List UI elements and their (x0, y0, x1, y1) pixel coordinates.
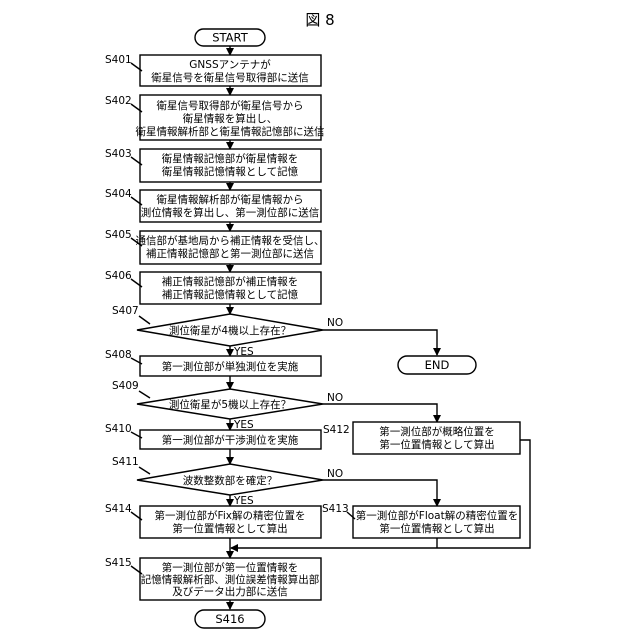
s411-no-label: NO (327, 468, 343, 480)
end-label: END (425, 358, 450, 372)
decision-s411: 波数整数部を確定？ S411 YES NO (112, 456, 343, 507)
step-s405: 通信部が基地局から補正情報を受信し、 補正情報記憶部と第一測位部に送信 S405 (105, 229, 325, 264)
s407-id: S407 (112, 305, 139, 317)
s415-id: S415 (105, 557, 132, 569)
s414-line-1: 第一測位部がFix解の精密位置を (155, 509, 306, 522)
figure-title: 図 8 (305, 11, 334, 29)
end-terminal: END (398, 356, 476, 374)
start-terminal: START (195, 29, 265, 46)
s402-line-2: 衛星情報を算出し、 (183, 112, 278, 125)
s414-line-2: 第一位置情報として算出 (172, 522, 287, 535)
step-s414: 第一測位部がFix解の精密位置を 第一位置情報として算出 S414 (105, 503, 321, 538)
step-s415: 第一測位部が第一位置情報を 記憶情報解析部、測位誤差情報算出部 及びデータ出力部… (105, 557, 321, 600)
s412-line-2: 第一位置情報として算出 (379, 438, 494, 451)
s416-label: S416 (215, 612, 244, 626)
s406-line-2: 補正情報記憶情報として記憶 (162, 288, 299, 301)
step-s408: 第一測位部が単独測位を実施 S408 (105, 349, 321, 376)
s415-line-2: 記憶情報解析部、測位誤差情報算出部 (141, 573, 320, 586)
s405-line-1: 通信部が基地局から補正情報を受信し、 (136, 234, 325, 247)
s409-no-label: NO (327, 392, 343, 404)
s411-question: 波数整数部を確定？ (183, 474, 278, 487)
s403-id: S403 (105, 148, 132, 160)
s409-question: 測位衛星が5機以上存在？ (169, 398, 291, 411)
s401-line-1: GNSSアンテナが (189, 58, 271, 71)
s404-id: S404 (105, 188, 132, 200)
s409-yes-label: YES (233, 419, 254, 431)
step-s403: 衛星情報記憶部が衛星情報を 衛星情報記憶情報として記憶 S403 (105, 148, 321, 182)
s415-line-1: 第一測位部が第一位置情報を (162, 561, 299, 574)
step-s413: 第一測位部がFloat解の精密位置を 第一位置情報として算出 S413 (322, 503, 520, 538)
s402-line-1: 衛星信号取得部が衛星信号から (157, 99, 304, 112)
s406-id: S406 (105, 270, 132, 282)
step-s410: 第一測位部が干渉測位を実施 S410 (105, 423, 321, 449)
s413-line-1: 第一測位部がFloat解の精密位置を (356, 509, 518, 522)
s413-line-2: 第一位置情報として算出 (379, 522, 494, 535)
start-label: START (212, 31, 248, 45)
s404-line-2: 測位情報を算出し、第一測位部に送信 (141, 206, 320, 219)
s405-id: S405 (105, 229, 132, 241)
s415-line-3: 及びデータ出力部に送信 (172, 585, 288, 598)
s408-id: S408 (105, 349, 132, 361)
s402-line-3: 衛星情報解析部と衛星情報記憶部に送信 (136, 125, 325, 138)
step-s401: GNSSアンテナが 衛星信号を衛星信号取得部に送信 S401 (105, 54, 321, 86)
s405-line-2: 補正情報記憶部と第一測位部に送信 (146, 247, 314, 260)
s411-id: S411 (112, 456, 139, 468)
step-s412: 第一測位部が概略位置を 第一位置情報として算出 S412 (323, 422, 520, 454)
s407-question: 測位衛星が4機以上存在？ (169, 324, 291, 337)
decision-s409: 測位衛星が5機以上存在？ S409 YES NO (112, 380, 343, 431)
s406-line-1: 補正情報記憶部が補正情報を (162, 275, 299, 288)
step-s404: 衛星情報解析部が衛星情報から 測位情報を算出し、第一測位部に送信 S404 (105, 188, 321, 222)
s413-id: S413 (322, 503, 349, 515)
s404-line-1: 衛星情報解析部が衛星情報から (157, 193, 304, 206)
s408-line-1: 第一測位部が単独測位を実施 (162, 360, 299, 373)
s403-line-1: 衛星情報記憶部が衛星情報を (162, 152, 299, 165)
s409-id: S409 (112, 380, 139, 392)
s407-no-label: NO (327, 317, 343, 329)
s401-line-2: 衛星信号を衛星信号取得部に送信 (151, 71, 309, 84)
step-s402: 衛星信号取得部が衛星信号から 衛星情報を算出し、 衛星情報解析部と衛星情報記憶部… (105, 95, 325, 140)
s412-id: S412 (323, 424, 350, 436)
s402-id: S402 (105, 95, 132, 107)
s410-line-1: 第一測位部が干渉測位を実施 (162, 434, 299, 447)
s411-yes-label: YES (233, 495, 254, 507)
s401-id: S401 (105, 54, 132, 66)
step-s406: 補正情報記憶部が補正情報を 補正情報記憶情報として記憶 S406 (105, 270, 321, 304)
s412-line-1: 第一測位部が概略位置を (379, 425, 495, 438)
s410-id: S410 (105, 423, 132, 435)
decision-s407: 測位衛星が4機以上存在？ S407 YES NO (112, 305, 343, 358)
s403-line-2: 衛星情報記憶情報として記憶 (162, 165, 299, 178)
s416-terminal: S416 (195, 610, 265, 628)
s414-id: S414 (105, 503, 132, 515)
